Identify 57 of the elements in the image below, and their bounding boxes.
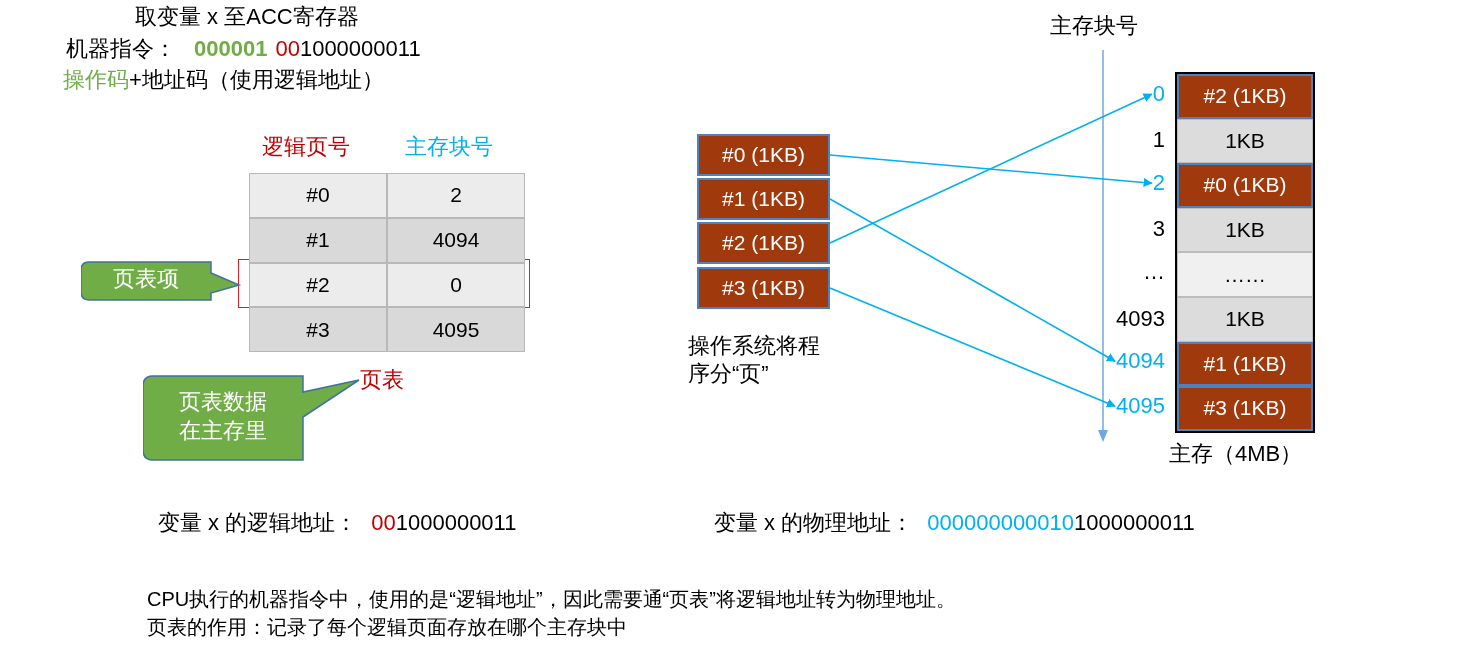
page-block: #3 (1KB)	[1177, 386, 1313, 431]
memory-block: 1KB	[1177, 297, 1313, 342]
opcode-bits: 000001	[194, 35, 268, 63]
note-text: CPU执行的机器指令中，使用的是“逻辑地址”，因此需要通“页表”将逻辑地址转为物理地址。	[147, 587, 956, 612]
callout-bubble	[143, 372, 361, 462]
page-block: #0 (1KB)	[1177, 163, 1313, 208]
address-label: +地址码（使用逻辑地址）	[129, 66, 384, 94]
column-header: 主存块号	[405, 133, 493, 161]
table-cell: 4094	[387, 217, 525, 263]
offset-bits: 1000000011	[1074, 509, 1195, 537]
arrow	[829, 287, 1116, 408]
callout-bubble	[81, 259, 241, 303]
page-table-label: 页表	[360, 366, 404, 394]
table-cell: #3	[249, 307, 387, 352]
block-number: 0	[1152, 81, 1165, 108]
block-number: 1	[1152, 126, 1165, 154]
instruction-label: 机器指令：	[66, 35, 176, 63]
table-cell: 2	[387, 173, 525, 218]
memory-block: 1KB	[1177, 207, 1313, 253]
table-cell: #2	[249, 262, 387, 308]
offset-bits: 1000000011	[299, 35, 421, 63]
table-cell: 4095	[387, 307, 525, 352]
arrow	[829, 198, 1116, 362]
block-number: 4093	[1116, 305, 1165, 333]
table-cell: 0	[387, 262, 525, 308]
table-cell: #0	[249, 173, 387, 218]
table-cell: #1	[249, 217, 387, 263]
memory-block: ……	[1177, 252, 1313, 297]
page-block: #2 (1KB)	[1177, 74, 1313, 119]
arrow	[829, 154, 1153, 187]
block-number: 3	[1152, 215, 1165, 243]
block-number: 4095	[1116, 393, 1165, 420]
memory-title: 主存（4MB）	[1169, 440, 1303, 468]
address-label: 变量 x 的物理地址：	[714, 509, 914, 537]
arrow	[829, 93, 1153, 244]
heading-text: 取变量 x 至ACC寄存器	[135, 3, 359, 31]
address-label: 变量 x 的逻辑地址：	[158, 509, 358, 537]
note-text: 操作系统将程序分“页”	[688, 332, 821, 387]
axis-title: 主存块号	[1050, 12, 1138, 40]
note-text: 页表的作用：记录了每个逻辑页面存放在哪个主存块中	[147, 615, 627, 640]
block-number: 4094	[1116, 348, 1165, 375]
offset-bits: 1000000011	[395, 509, 517, 537]
page-box: #1 (1KB)	[697, 178, 830, 220]
block-number: 2	[1152, 170, 1165, 197]
page-box: #3 (1KB)	[697, 267, 830, 309]
memory-block: 1KB	[1177, 118, 1313, 164]
page-bits: 00	[275, 35, 300, 63]
callout-text: 页表项	[112, 265, 180, 293]
frame-bits: 000000000010	[927, 509, 1075, 537]
opcode-label: 操作码	[63, 66, 129, 94]
block-number: …	[1143, 258, 1165, 286]
page-bits: 00	[371, 509, 396, 537]
page-block: #1 (1KB)	[1177, 341, 1313, 387]
page-box: #2 (1KB)	[697, 222, 830, 264]
callout-text: 页表数据在主存里	[178, 388, 268, 445]
column-header: 逻辑页号	[262, 133, 350, 161]
page-box: #0 (1KB)	[697, 134, 830, 176]
